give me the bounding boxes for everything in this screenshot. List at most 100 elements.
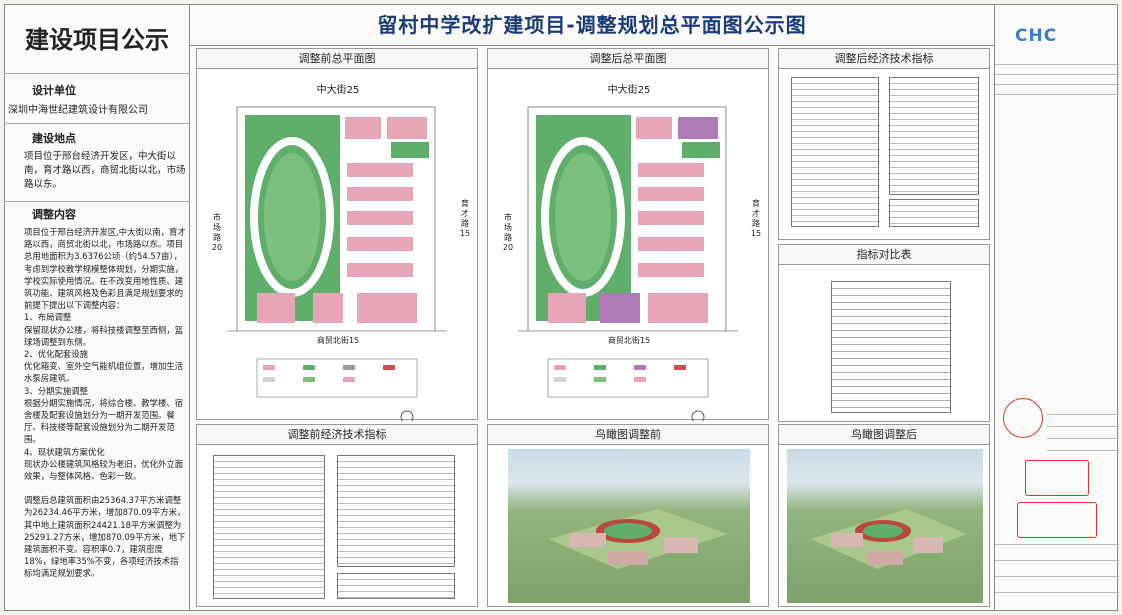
south-street-label: 商贸北街15 bbox=[316, 336, 360, 345]
content-item: 根据分期实施情况，将综合楼、教学楼、宿舍楼及配套设施划分为一期开发范围。餐厅、科… bbox=[24, 397, 184, 445]
aerial-after-title: 鸟瞰图调整后 bbox=[779, 425, 989, 445]
designer-value: 深圳中海世纪建筑设计有限公司 bbox=[8, 105, 148, 116]
index-table bbox=[791, 77, 879, 227]
site-label: 建设地点 bbox=[32, 132, 76, 145]
content-item: 1、布局调整 bbox=[24, 312, 72, 323]
building bbox=[347, 263, 413, 277]
building bbox=[570, 533, 606, 547]
legend-swatch bbox=[263, 365, 275, 370]
aerial-before-title: 鸟瞰图调整前 bbox=[488, 425, 768, 445]
compare-panel: 指标对比表 bbox=[778, 244, 990, 422]
main-title: 留村中学改扩建项目-调整规划总平面图公示图 bbox=[190, 4, 994, 46]
registration-stamp bbox=[1017, 502, 1097, 538]
index-table bbox=[213, 455, 325, 599]
aerial-scene bbox=[811, 509, 967, 569]
site-value: 项目位于邢台经济开发区，中大街以南，育才路以西，商贸北街以北，市场路以东。 bbox=[24, 151, 186, 190]
content-item: 优化箱变、室外空气能机组位置，增加生活水泵房建筑。 bbox=[24, 361, 184, 384]
compare-title: 指标对比表 bbox=[779, 245, 989, 265]
designer-box: 设计单位 深圳中海世纪建筑设计有限公司 bbox=[4, 74, 190, 124]
legend-swatch bbox=[343, 365, 355, 370]
west-road-label: 市场路20 bbox=[211, 213, 223, 252]
aerial-image bbox=[508, 449, 750, 603]
north-arrow-icon bbox=[400, 410, 414, 421]
legend-swatch bbox=[343, 377, 355, 382]
building bbox=[600, 293, 640, 323]
building bbox=[664, 537, 698, 553]
west-road-label: 市场路20 bbox=[502, 213, 514, 252]
legend-box bbox=[256, 358, 418, 398]
content-body: 项目位于邢台经济开发区,中大街以南，育才路以西，商贸北街以北，市场路以东。项目总… bbox=[24, 227, 186, 311]
legend-swatch bbox=[594, 377, 606, 382]
building bbox=[347, 187, 413, 201]
index-table bbox=[337, 573, 455, 599]
building bbox=[636, 117, 672, 139]
south-street-label: 商贸北街15 bbox=[607, 336, 651, 345]
index-table bbox=[889, 77, 979, 195]
before-index-panel: 调整前经济技术指标 bbox=[196, 424, 478, 607]
content-box: 调整内容 项目位于邢台经济开发区,中大街以南，育才路以西，商贸北街以北，市场路以… bbox=[4, 202, 190, 611]
building bbox=[608, 551, 648, 565]
company-logo: CHC bbox=[1015, 26, 1058, 46]
building bbox=[913, 537, 943, 553]
content-item: 2、优化配套设施 bbox=[24, 349, 88, 360]
building bbox=[357, 293, 417, 323]
green-patch bbox=[391, 142, 429, 158]
compare-table bbox=[831, 281, 951, 413]
announcement-title-box: 建设项目公示 bbox=[4, 4, 190, 74]
building bbox=[345, 117, 381, 139]
track-infield bbox=[264, 153, 320, 281]
after-plan-panel: 调整后总平面图 中大街25 商贸北街15 育才路15 市场路20 bbox=[487, 48, 769, 421]
building bbox=[831, 533, 863, 547]
track-infield bbox=[863, 524, 903, 538]
legend-swatch bbox=[634, 377, 646, 382]
content-summary: 调整后总建筑面积由25364.37平方米调整为26234.46平方米，增加870… bbox=[24, 495, 186, 579]
index-table bbox=[889, 199, 979, 227]
after-plan-title: 调整后总平面图 bbox=[488, 49, 768, 69]
building bbox=[347, 237, 413, 251]
left-info-column: 建设项目公示 设计单位 深圳中海世纪建筑设计有限公司 建设地点 项目位于邢台经济… bbox=[4, 4, 190, 611]
legend-swatch bbox=[383, 365, 395, 370]
building bbox=[638, 211, 704, 225]
building bbox=[257, 293, 295, 323]
building bbox=[313, 293, 343, 323]
track-infield bbox=[604, 523, 652, 539]
building bbox=[638, 187, 704, 201]
after-site-plan bbox=[518, 106, 738, 421]
east-road-label: 育才路15 bbox=[750, 199, 762, 238]
building bbox=[387, 117, 427, 139]
after-index-panel: 调整后经济技术指标 bbox=[778, 48, 990, 240]
aerial-scene bbox=[548, 509, 728, 569]
legend-swatch bbox=[554, 365, 566, 370]
north-street-label: 中大街25 bbox=[316, 85, 360, 96]
building bbox=[678, 117, 718, 139]
legend-swatch bbox=[303, 365, 315, 370]
index-table bbox=[337, 455, 455, 567]
building bbox=[648, 293, 708, 323]
aerial-after-panel: 鸟瞰图调整后 bbox=[778, 424, 990, 607]
after-index-title: 调整后经济技术指标 bbox=[779, 49, 989, 69]
content-item: 保留现状办公楼，将科技楼调整至西侧，篮球场调整到东侧。 bbox=[24, 324, 184, 347]
site-box: 建设地点 项目位于邢台经济开发区，中大街以南，育才路以西，商贸北街以北，市场路以… bbox=[4, 124, 190, 202]
legend-swatch bbox=[303, 377, 315, 382]
aerial-before-panel: 鸟瞰图调整前 bbox=[487, 424, 769, 607]
building bbox=[548, 293, 586, 323]
before-plan-panel: 调整前总平面图 中大街25 商贸北街15 育才路15 市场路20 bbox=[196, 48, 478, 421]
legend-swatch bbox=[594, 365, 606, 370]
east-road-label: 育才路15 bbox=[459, 199, 471, 238]
content-item: 3、分期实施调整 bbox=[24, 385, 88, 396]
legend-box bbox=[547, 358, 709, 398]
legend-swatch bbox=[634, 365, 646, 370]
north-arrow-icon bbox=[691, 410, 705, 421]
legend-swatch bbox=[554, 377, 566, 382]
before-site-plan bbox=[227, 106, 447, 421]
right-title-block: CHC bbox=[994, 4, 1119, 611]
building bbox=[638, 263, 704, 277]
building bbox=[347, 211, 413, 225]
building bbox=[347, 163, 413, 177]
content-item: 4、现状建筑方案优化 bbox=[24, 446, 105, 457]
building bbox=[638, 163, 704, 177]
building bbox=[867, 551, 903, 565]
legend-swatch bbox=[263, 377, 275, 382]
designer-label: 设计单位 bbox=[32, 84, 76, 97]
content-label: 调整内容 bbox=[32, 208, 76, 221]
